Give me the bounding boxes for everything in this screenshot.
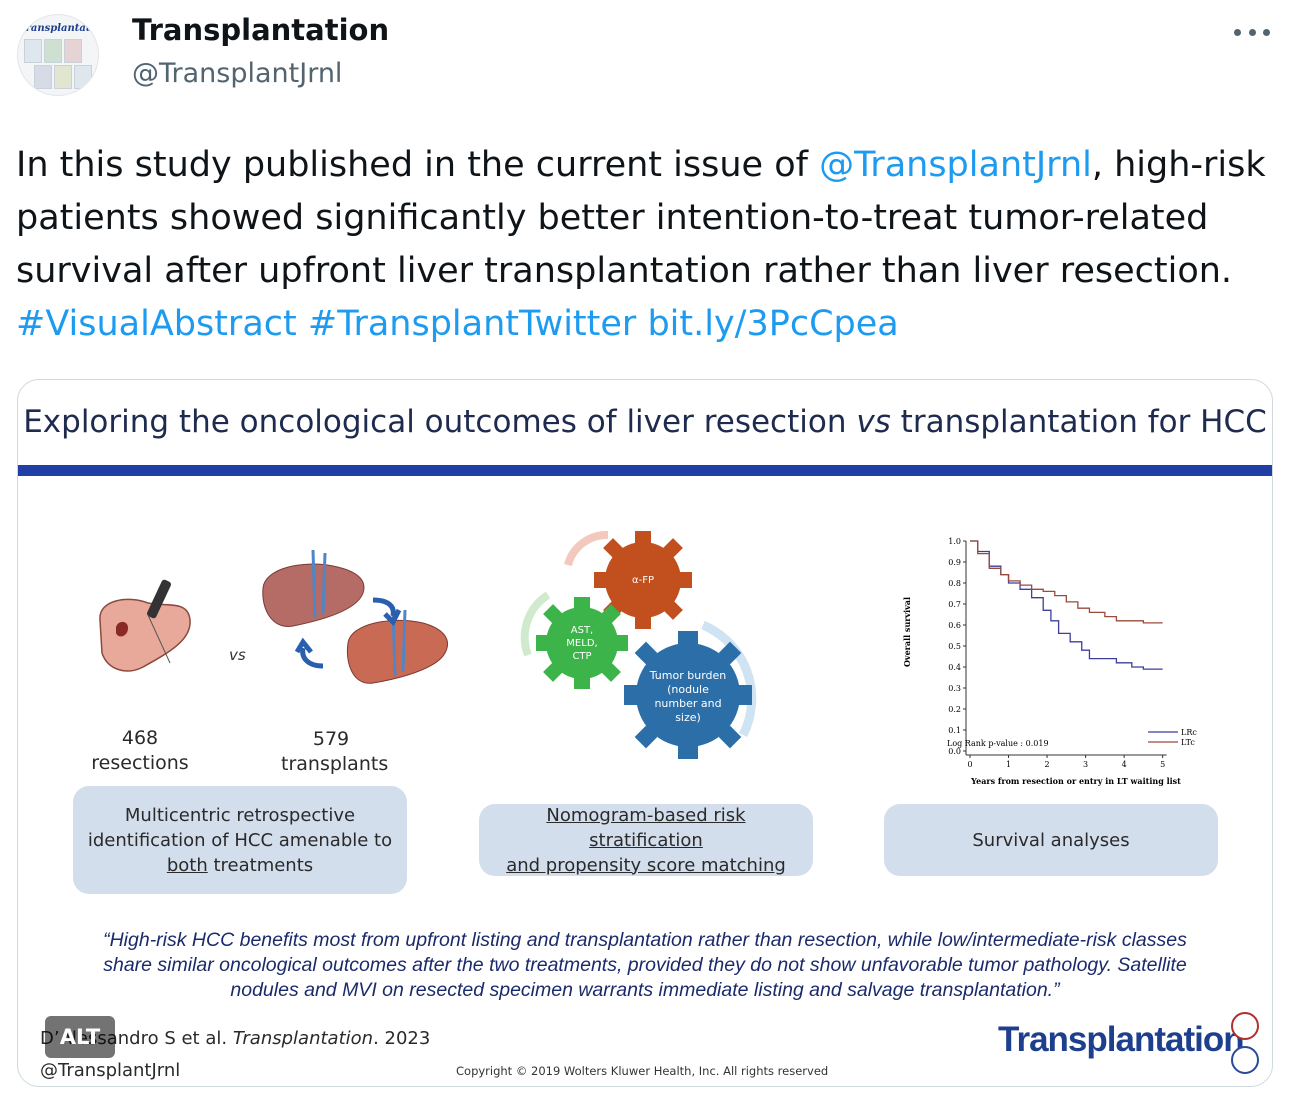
resections-count: 468 [121, 727, 159, 749]
url-link[interactable]: bit.ly/3PcCpea [647, 304, 899, 344]
alt-text-badge[interactable]: ALT [45, 1016, 115, 1058]
chart-legend-label: LRc [1181, 728, 1197, 737]
gear-lab-label: MELD, [566, 638, 597, 649]
author-name[interactable]: Transplantation [132, 13, 390, 47]
hashtag-link[interactable]: #VisualAbstract [16, 304, 297, 344]
conclusion-quote: “High-risk HCC benefits most from upfron… [38, 928, 1252, 1003]
title-part: vs [856, 404, 891, 440]
box2-line-text: and propensity score matching [506, 854, 786, 876]
avatar-cover-thumb [34, 65, 52, 89]
chart-y-tick-label: 0.4 [948, 663, 961, 672]
chart-y-tick-label: 0.0 [948, 747, 961, 756]
chart-x-tick-label: 0 [967, 760, 972, 769]
transplants-label: transplants [281, 753, 389, 775]
chart-x-tick-label: 3 [1083, 760, 1088, 769]
chart-x-tick-label: 4 [1122, 760, 1127, 769]
chart-annotation: Log Rank p-value : 0.019 [947, 739, 1049, 748]
hashtag-link[interactable]: #TransplantTwitter [307, 304, 637, 344]
chart-y-tick-label: 1.0 [948, 537, 961, 546]
box1-line: identification of HCC amenable to [87, 829, 393, 851]
chart-x-tick-label: 2 [1045, 760, 1050, 769]
author-handle[interactable]: @TransplantJrnl [132, 58, 343, 89]
methods-box-identification: Multicentric retrospective identificatio… [73, 786, 407, 894]
title-part: Exploring the oncological outcomes of li… [23, 404, 857, 440]
risk-factors-gears-graphic: α-FP AST, MELD, CTP Tumor burden (no [520, 531, 757, 759]
transplants-count: 579 [312, 728, 350, 750]
resections-stat: 468 resections [90, 726, 190, 776]
liver-transplant-icon [262, 549, 448, 684]
gear-tumor-label: Tumor burden [649, 669, 727, 682]
journal-logo: Transplantation [998, 1020, 1245, 1059]
methods-box-stratification: Nomogram-based risk stratification and p… [479, 804, 813, 876]
copyright-notice: Copyright © 2019 Wolters Kluwer Health, … [456, 1064, 829, 1078]
more-horizontal-icon[interactable] [1234, 22, 1270, 42]
quote-line: share similar oncological outcomes after… [103, 954, 1187, 976]
chart-y-tick-label: 0.8 [948, 579, 961, 588]
chart-y-tick-label: 0.1 [948, 726, 961, 735]
gear-lab-label: AST, [571, 625, 593, 636]
chart-y-tick-label: 0.2 [948, 705, 961, 714]
chart-series-line-ltc [970, 540, 1163, 624]
avatar-cover-thumb [24, 39, 42, 63]
avatar-cover-thumb [74, 65, 92, 89]
avatar-cover-thumb [54, 65, 72, 89]
box1-line-3: both treatments [88, 853, 392, 878]
avatar-cover-thumb [64, 39, 82, 63]
gear-lab-label: CTP [572, 651, 591, 662]
chart-legend-label: LTc [1181, 738, 1195, 747]
card-handle: @TransplantJrnl [40, 1060, 181, 1081]
chart-series [970, 540, 1163, 670]
resections-label: resections [91, 752, 189, 774]
methods-box-survival: Survival analyses [884, 804, 1218, 876]
tweet-text-part: , high-risk patients showed significantl… [16, 145, 1266, 291]
box2-line: and propensity score matching [493, 853, 799, 878]
title-divider [18, 465, 1272, 476]
visual-abstract-image[interactable]: Exploring the oncological outcomes of li… [17, 379, 1273, 1087]
society-seal-icon [1231, 1012, 1259, 1040]
chart-y-tick-label: 0.7 [948, 600, 961, 609]
box2-line: Nomogram-based risk stratification [493, 803, 799, 853]
lab-values-gear-icon: AST, MELD, CTP [536, 597, 628, 689]
box3-line: Survival analyses [972, 829, 1130, 851]
quote-line: “High-risk HCC benefits most from upfron… [103, 929, 1187, 951]
gear-tumor-label: (nodule [667, 683, 709, 696]
chart-y-tick-label: 0.3 [948, 684, 961, 693]
chart-series-line-lrc [970, 540, 1163, 670]
box2-line-text: Nomogram-based risk stratification [546, 804, 746, 851]
avatar-cover-thumb [44, 39, 62, 63]
society-seal-icon [1231, 1046, 1259, 1074]
chart-x-axis-label: Years from resection or entry in LT wait… [970, 776, 1181, 786]
author-avatar[interactable]: transplantation [17, 14, 99, 96]
chart-x-tick-label: 5 [1160, 760, 1165, 769]
tumor-burden-gear-icon: Tumor burden (nodule number and size) [624, 631, 752, 759]
vs-label: vs [229, 646, 246, 664]
chart-axes: 0.0 0.1 0.2 0.3 0.4 0.5 0.6 0.7 0.8 0.9 1.0 0 1 2 3 4 5 [948, 537, 1167, 769]
liver-resection-icon [99, 579, 191, 672]
chart-y-axis-label: Overall survival [902, 597, 912, 667]
tweet-text: In this study published in the current i… [16, 139, 1276, 351]
abstract-title: Exploring the oncological outcomes of li… [18, 404, 1272, 440]
box1-line: treatments [207, 854, 314, 876]
citation-part: . 2023 [373, 1028, 431, 1049]
chart-x-tick-label: 1 [1006, 760, 1011, 769]
avatar-caption: transplantation [21, 23, 98, 34]
gear-tumor-label: size) [675, 711, 701, 724]
chart-y-tick-label: 0.5 [948, 642, 961, 651]
chart-y-tick-label: 0.9 [948, 558, 961, 567]
quote-line: nodules and MVI on resected specimen war… [230, 979, 1060, 1001]
transplants-stat: 579 transplants [281, 727, 389, 777]
gear-tumor-label: number and [654, 697, 721, 710]
tweet-text-part: In this study published in the current i… [16, 145, 820, 185]
citation-journal: Transplantation [232, 1028, 374, 1049]
mention-link[interactable]: @TransplantJrnl [819, 145, 1092, 185]
title-part: transplantation for HCC [890, 404, 1267, 440]
afp-gear-label: α-FP [632, 575, 654, 586]
box1-emphasis: both [166, 854, 208, 876]
chart-y-tick-label: 0.6 [948, 621, 961, 630]
box1-line: Multicentric retrospective [124, 804, 356, 826]
